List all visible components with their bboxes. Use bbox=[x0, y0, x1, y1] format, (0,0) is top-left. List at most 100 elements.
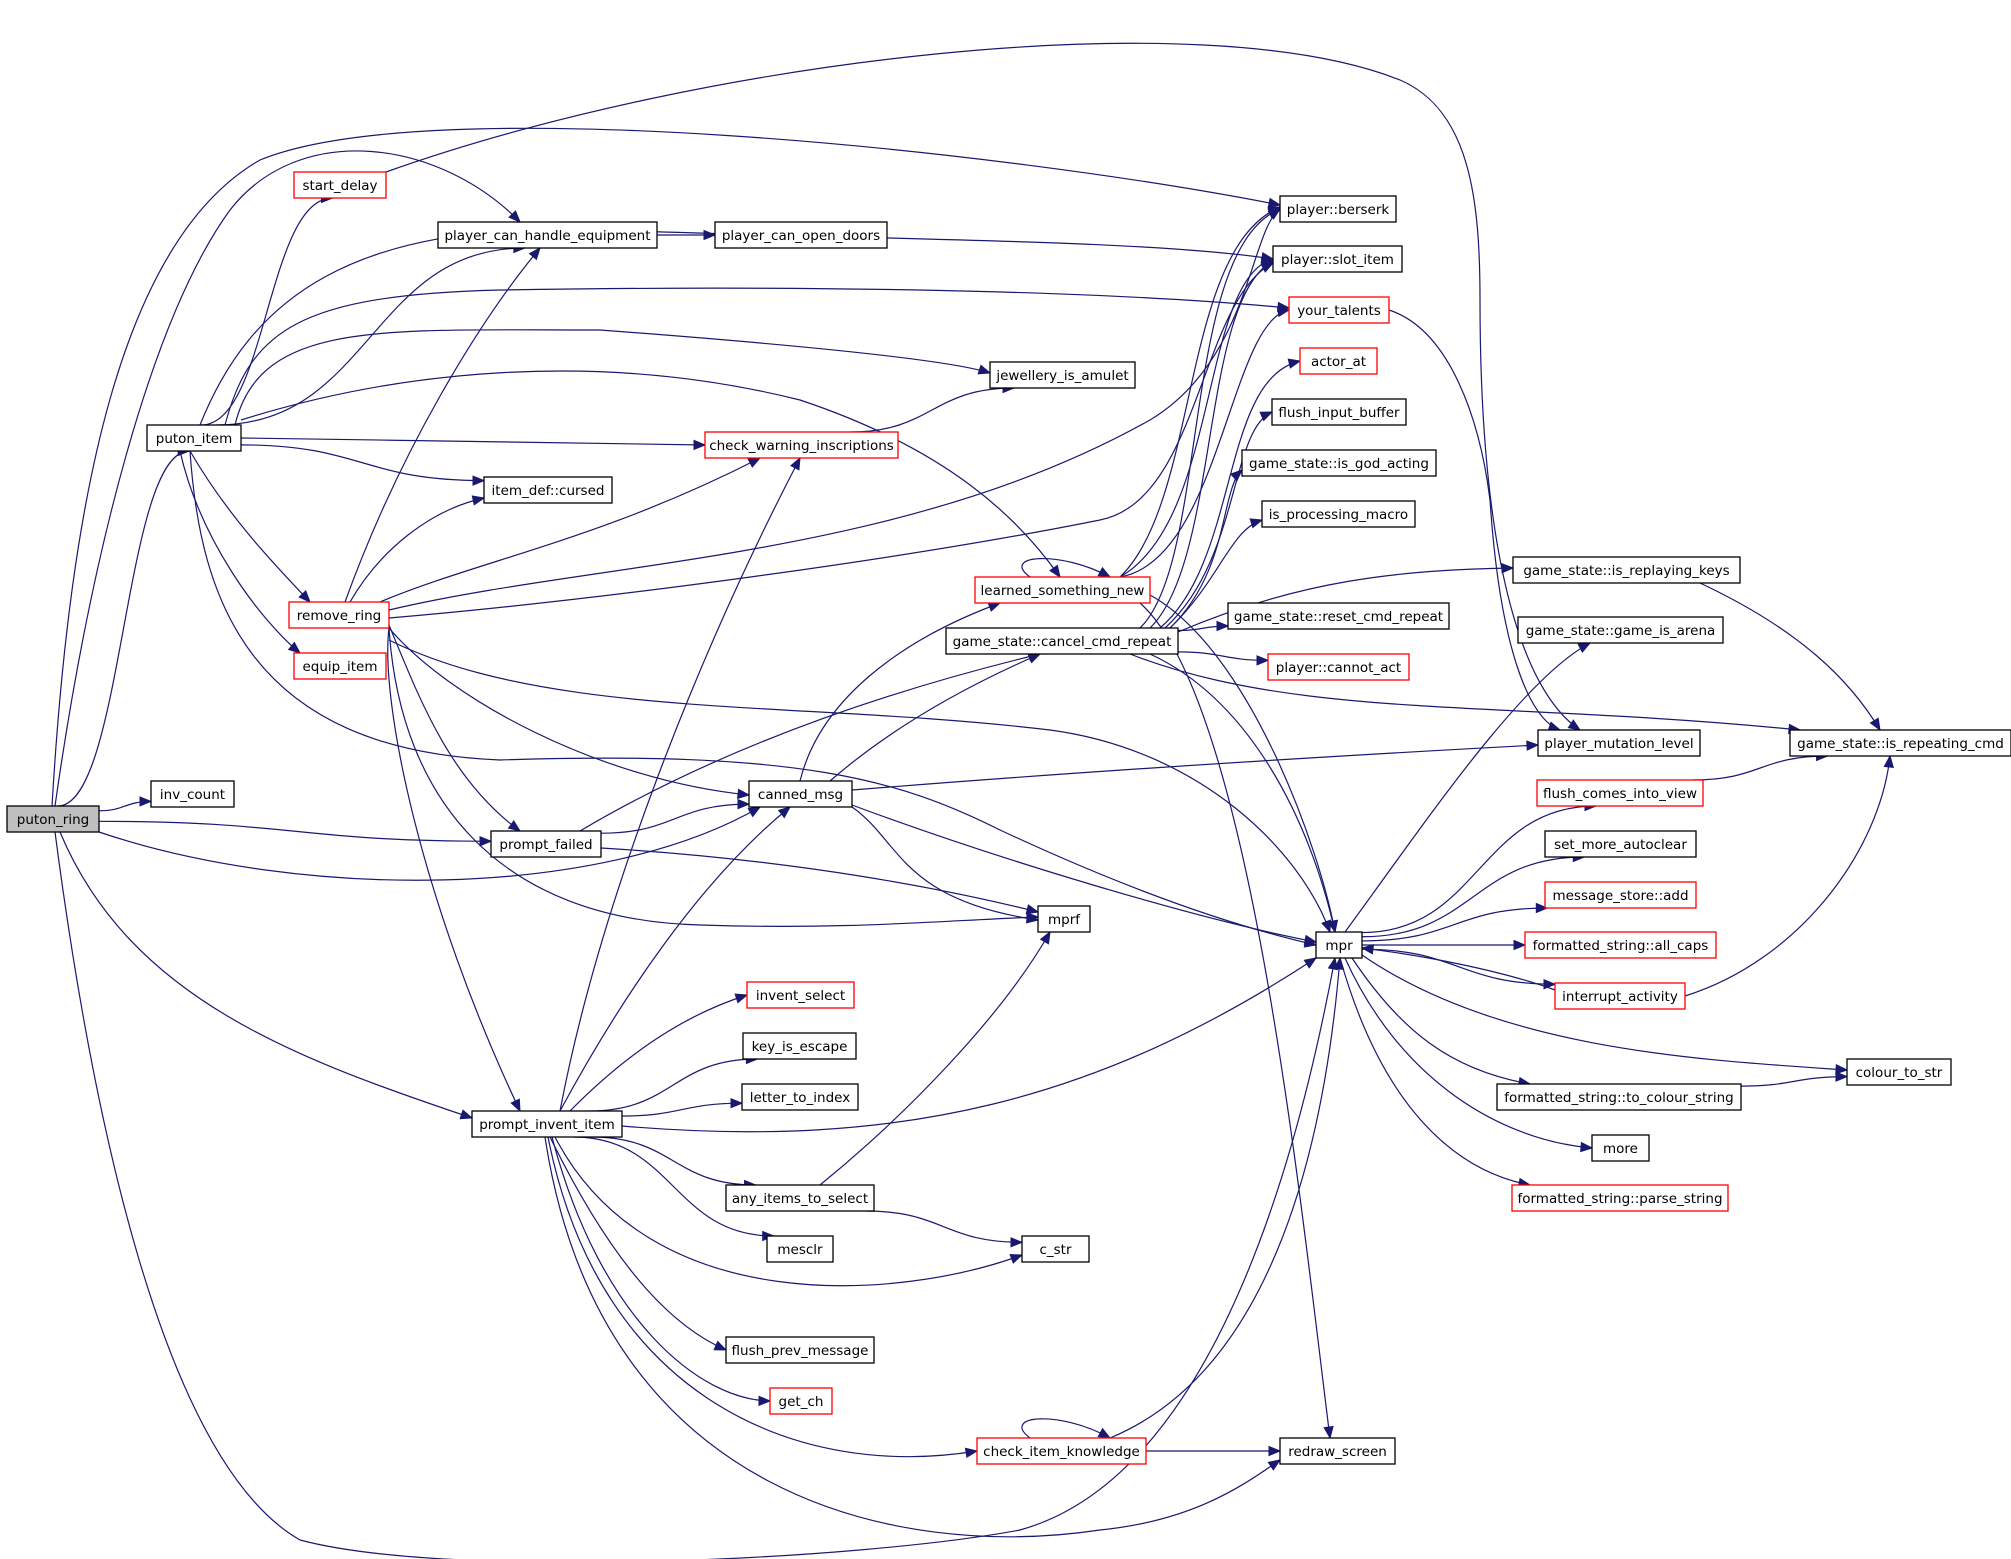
node-prompt-failed[interactable]: prompt_failed bbox=[490, 830, 602, 858]
node-player-mutation-level[interactable]: player_mutation_level bbox=[1537, 729, 1701, 757]
node-invent-select[interactable]: invent_select bbox=[746, 981, 855, 1009]
node-message-store-add[interactable]: message_store::add bbox=[1544, 881, 1697, 909]
edge-remove_ring-to-prompt_invent_item bbox=[387, 627, 521, 1113]
edge-arrowhead bbox=[1249, 518, 1264, 529]
node-mesclr[interactable]: mesclr bbox=[766, 1235, 834, 1263]
node-any-items-to-select[interactable]: any_items_to_select bbox=[725, 1184, 875, 1212]
node-player-cannot-act[interactable]: player::cannot_act bbox=[1267, 653, 1410, 681]
node-label: redraw_screen bbox=[1288, 1444, 1387, 1460]
node-actor-at[interactable]: actor_at bbox=[1299, 347, 1378, 375]
node-box bbox=[1021, 1235, 1090, 1263]
node-canned-msg[interactable]: canned_msg bbox=[748, 780, 853, 808]
edge-line bbox=[54, 831, 1336, 1559]
node-redraw-screen[interactable]: redraw_screen bbox=[1279, 1437, 1396, 1465]
edge-arrowhead bbox=[1835, 1071, 1849, 1082]
node-game-state-game-is-arena[interactable]: game_state::game_is_arena bbox=[1517, 616, 1724, 644]
node-label: game_state::is_repeating_cmd bbox=[1797, 736, 2004, 752]
node-label: flush_comes_into_view bbox=[1543, 786, 1697, 802]
node-start-delay[interactable]: start_delay bbox=[293, 171, 387, 199]
node-box bbox=[725, 1184, 875, 1212]
edge-arrowhead bbox=[1580, 1141, 1594, 1153]
edge-line bbox=[829, 653, 1041, 782]
edge-game_state_cancel_cmd_repeat-to-player_berserk bbox=[1139, 208, 1282, 629]
node-game-state-is-repeating-cmd[interactable]: game_state::is_repeating_cmd bbox=[1789, 729, 2011, 757]
node-box bbox=[1512, 556, 1741, 584]
node-check-warning-inscriptions[interactable]: check_warning_inscriptions bbox=[704, 431, 899, 459]
edge-line bbox=[1699, 582, 1881, 731]
edge-game_state_cancel_cmd_repeat-to-is_processing_macro bbox=[1169, 518, 1264, 629]
node-jewellery-is-amulet[interactable]: jewellery_is_amulet bbox=[989, 361, 1136, 389]
edge-line bbox=[240, 370, 1061, 578]
edge-arrowhead bbox=[703, 229, 717, 241]
node-item-def-cursed[interactable]: item_def::cursed bbox=[483, 476, 613, 504]
node-box bbox=[1537, 729, 1701, 757]
node-game-state-reset-cmd-repeat[interactable]: game_state::reset_cmd_repeat bbox=[1227, 602, 1450, 630]
edge-arrowhead bbox=[1883, 754, 1894, 768]
edge-line bbox=[1021, 557, 1111, 578]
edge-prompt_invent_item-to-canned_msg bbox=[559, 806, 792, 1112]
node-player-can-handle-equipment[interactable]: player_can_handle_equipment bbox=[437, 221, 658, 249]
edge-learned_something_new-to-player_slot_item bbox=[1119, 257, 1275, 578]
edge-line bbox=[234, 329, 991, 426]
node-box bbox=[1544, 830, 1697, 858]
node-letter-to-index[interactable]: letter_to_index bbox=[741, 1083, 859, 1111]
node-formatted-string-parse-string[interactable]: formatted_string::parse_string bbox=[1511, 1184, 1729, 1212]
node-formatted-string-to-colour-string[interactable]: formatted_string::to_colour_string bbox=[1496, 1083, 1742, 1111]
node-mpr[interactable]: mpr bbox=[1315, 931, 1363, 959]
edge-line bbox=[1021, 1418, 1111, 1439]
node-get-ch[interactable]: get_ch bbox=[769, 1387, 833, 1415]
edge-puton_item-to-mpr bbox=[189, 450, 1318, 948]
node-your-talents[interactable]: your_talents bbox=[1288, 296, 1390, 324]
node-puton-item[interactable]: puton_item bbox=[146, 424, 242, 452]
edge-line bbox=[851, 744, 1539, 791]
edge-line bbox=[865, 1210, 1023, 1243]
node-label: jewellery_is_amulet bbox=[995, 368, 1128, 384]
node-mprf[interactable]: mprf bbox=[1037, 905, 1091, 933]
node-box bbox=[945, 627, 1179, 655]
node-colour-to-str[interactable]: colour_to_str bbox=[1846, 1058, 1952, 1086]
node-interrupt-activity[interactable]: interrupt_activity bbox=[1554, 982, 1686, 1010]
edge-line bbox=[201, 197, 333, 426]
edge-line bbox=[1149, 594, 1336, 933]
node-formatted-string-all-caps[interactable]: formatted_string::all_caps bbox=[1524, 931, 1717, 959]
edge-line bbox=[591, 1136, 756, 1186]
edge-puton_ring-to-player_berserk bbox=[51, 127, 1282, 807]
node-c-str[interactable]: c_str bbox=[1021, 1235, 1090, 1263]
node-label: any_items_to_select bbox=[732, 1191, 868, 1207]
node-box bbox=[1037, 905, 1091, 933]
node-game-state-is-replaying-keys[interactable]: game_state::is_replaying_keys bbox=[1512, 556, 1741, 584]
node-puton-ring[interactable]: puton_ring bbox=[6, 805, 100, 833]
node-key-is-escape[interactable]: key_is_escape bbox=[742, 1032, 857, 1060]
node-box bbox=[1511, 1184, 1729, 1212]
node-game-state-cancel-cmd-repeat[interactable]: game_state::cancel_cmd_repeat bbox=[945, 627, 1179, 655]
node-box bbox=[1288, 296, 1390, 324]
edge-line bbox=[559, 457, 801, 1112]
edge-game_state_cancel_cmd_repeat-to-player_cannot_act bbox=[1177, 651, 1270, 666]
node-player-slot-item[interactable]: player::slot_item bbox=[1272, 245, 1403, 273]
node-player-can-open-doors[interactable]: player_can_open_doors bbox=[714, 221, 888, 249]
node-equip-item[interactable]: equip_item bbox=[293, 652, 387, 680]
node-flush-comes-into-view[interactable]: flush_comes_into_view bbox=[1536, 779, 1704, 807]
edge-arrowhead bbox=[964, 1447, 979, 1459]
node-prompt-invent-item[interactable]: prompt_invent_item bbox=[471, 1110, 623, 1138]
edge-arrowhead bbox=[1276, 306, 1291, 318]
node-box bbox=[1241, 449, 1437, 477]
node-more[interactable]: more bbox=[1591, 1134, 1650, 1162]
node-inv-count[interactable]: inv_count bbox=[150, 780, 235, 808]
node-label: start_delay bbox=[302, 178, 377, 194]
node-set-more-autoclear[interactable]: set_more_autoclear bbox=[1544, 830, 1697, 858]
edge-line bbox=[600, 847, 1039, 913]
node-flush-input-buffer[interactable]: flush_input_buffer bbox=[1271, 398, 1407, 426]
edge-line bbox=[189, 450, 311, 603]
node-label: canned_msg bbox=[758, 787, 843, 803]
node-check-item-knowledge[interactable]: check_item_knowledge bbox=[976, 1437, 1147, 1465]
node-flush-prev-message[interactable]: flush_prev_message bbox=[725, 1336, 875, 1364]
node-learned-something-new[interactable]: learned_something_new bbox=[974, 576, 1151, 604]
node-game-state-is-god-acting[interactable]: game_state::is_god_acting bbox=[1241, 449, 1437, 477]
node-player-berserk[interactable]: player::berserk bbox=[1279, 195, 1397, 223]
node-remove-ring[interactable]: remove_ring bbox=[288, 601, 390, 629]
edge-line bbox=[559, 806, 791, 1112]
edge-line bbox=[387, 627, 521, 1112]
edge-line bbox=[199, 228, 1274, 426]
node-is-processing-macro[interactable]: is_processing_macro bbox=[1261, 500, 1416, 528]
